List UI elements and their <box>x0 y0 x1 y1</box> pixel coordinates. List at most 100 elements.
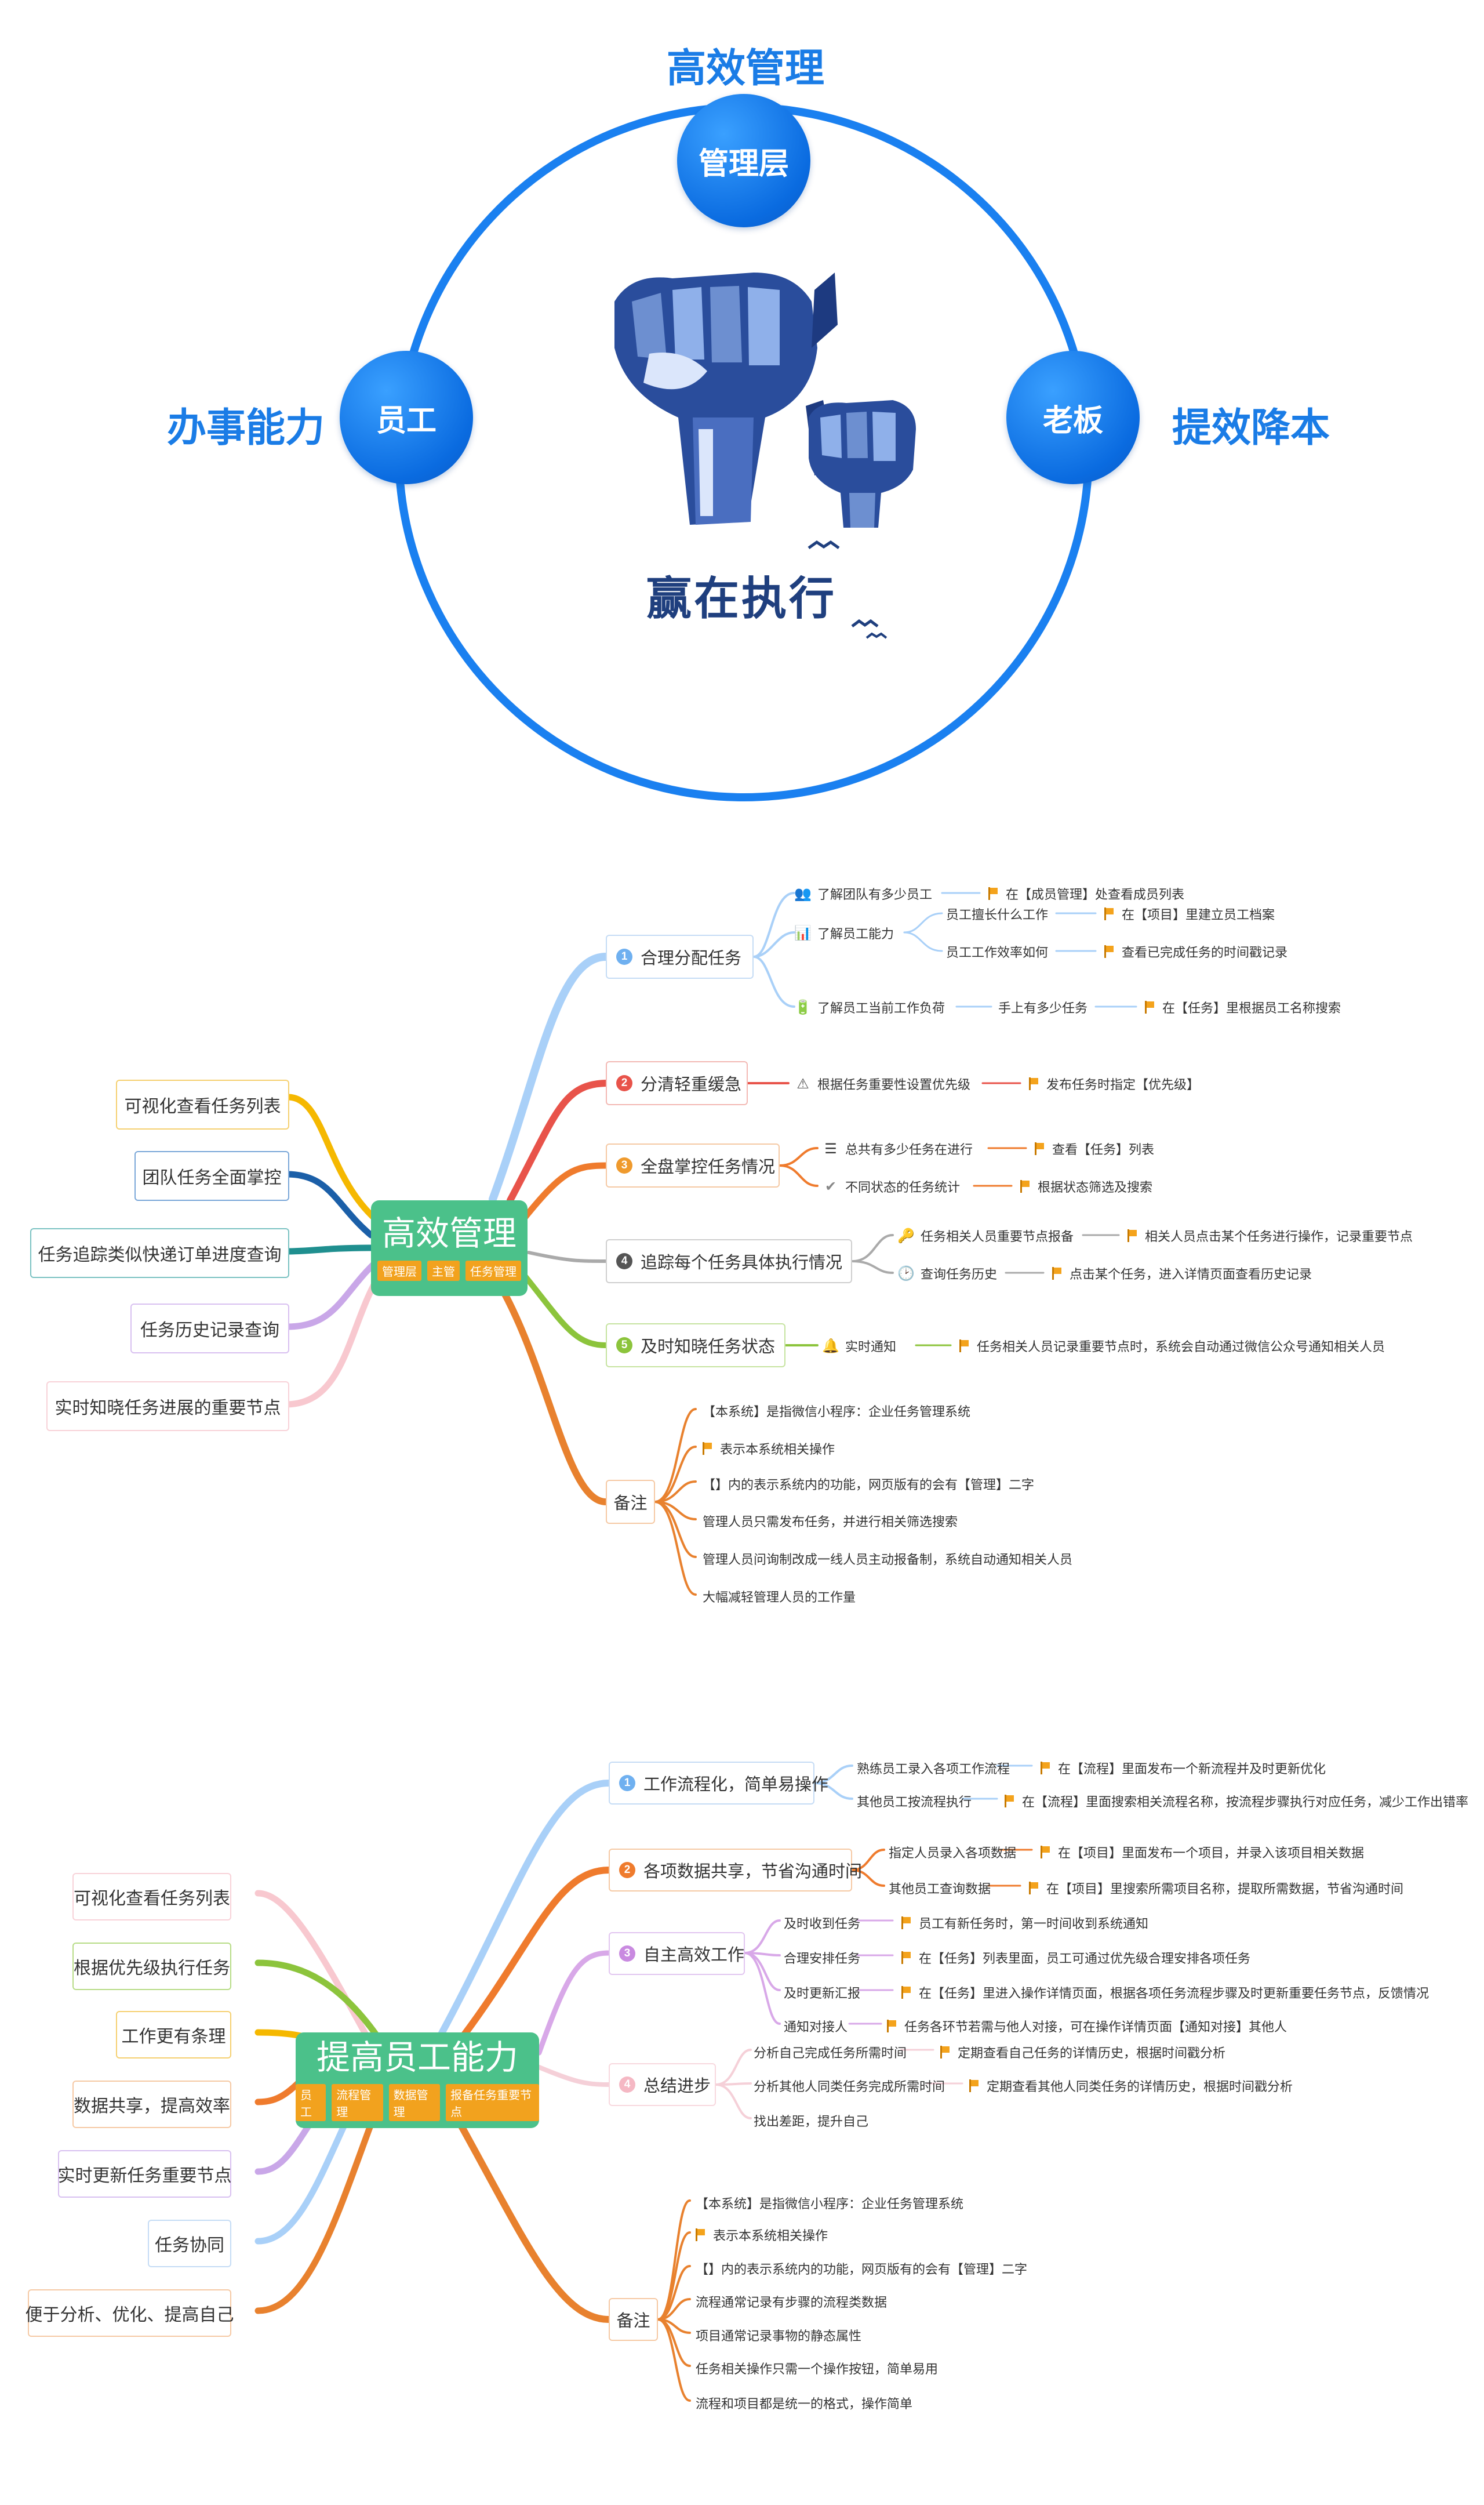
map2-left-item: 可视化查看任务列表 <box>72 1873 231 1921</box>
bubble-management: 管理层 <box>677 94 810 227</box>
map2-leaf: 及时更新汇报 <box>784 1986 861 2001</box>
map2-leaf: 分析其他人同类任务完成所需时间 <box>754 2079 945 2094</box>
map1-leaf: 在【任务】里根据员工名称搜索 <box>1145 998 1341 1016</box>
map1-branch-3: 3 全盘掌控任务情况 <box>606 1143 780 1188</box>
map1-note-item: 管理人员问询制改成一线人员主动报备制，系统自动通知相关人员 <box>703 1552 1073 1567</box>
flag-icon <box>1052 1267 1061 1280</box>
map1-note: 备注 <box>606 1480 655 1524</box>
map1-leaf: 相关人员点击某个任务进行操作，记录重要节点 <box>1127 1226 1413 1245</box>
branch-label: 合理分配任务 <box>641 949 742 968</box>
map2-left-item: 根据优先级执行任务 <box>72 1943 231 1990</box>
battery-icon: 🔋 <box>794 999 812 1015</box>
flag-icon <box>1145 1001 1154 1014</box>
map2-note-item: 【本系统】是指微信小程序：企业任务管理系统 <box>696 2197 964 2211</box>
map2-branch-2: 2 各项数据共享，节省沟通时间 <box>609 1849 862 1892</box>
map1-note-item: 【】内的表示系统内的功能，网页版有的会有【管理】二字 <box>703 1477 1035 1492</box>
map1-note-item: 【本系统】是指微信小程序：企业任务管理系统 <box>703 1404 971 1419</box>
branch-label: 分清轻重缓急 <box>641 1076 742 1094</box>
chart-icon: 📊 <box>794 925 812 941</box>
map1-leaf: 任务相关人员记录重要节点时，系统会自动通过微信公众号通知相关人员 <box>959 1337 1385 1355</box>
map1-branch-1: 1 合理分配任务 <box>606 935 754 979</box>
branch-label: 工作流程化，简单易操作 <box>643 1776 829 1794</box>
branch-number: 4 <box>619 2076 635 2093</box>
map2-center-node: 提高员工能力 员工 流程管理 数据管理 报备任务重要节点 <box>296 2032 539 2128</box>
map2-note-item: 流程通常记录有步骤的流程类数据 <box>696 2295 888 2310</box>
branch-label: 自主高效工作 <box>643 1946 745 1965</box>
map1-leaf: 在【成员管理】处查看成员列表 <box>988 884 1184 903</box>
map2-leaf: 及时收到任务 <box>784 1916 861 1931</box>
map2-leaf: 指定人员录入各项数据 <box>889 1846 1017 1860</box>
map2-branch-1: 1 工作流程化，简单易操作 <box>609 1762 828 1805</box>
map1-tag: 管理层 <box>377 1260 421 1281</box>
map1-leaf: 🔔实时通知 <box>822 1338 897 1355</box>
flag-icon <box>1104 945 1114 958</box>
map2-leaf: 员工有新任务时，第一时间收到系统通知 <box>901 1914 1148 1932</box>
map2-branch-4: 4 总结进步 <box>609 2063 716 2106</box>
map2-left-item: 便于分析、优化、提高自己 <box>26 2289 234 2337</box>
slogan-win-execution: 赢在执行 <box>646 572 837 625</box>
bubble-boss: 老板 <box>1006 351 1140 484</box>
map2-leaf: 在【流程】里面搜索相关流程名称，按流程步骤执行对应任务，减少工作出错率 <box>1005 1792 1468 1810</box>
map2-connectors <box>254 1765 1033 2402</box>
map2-tag: 流程管理 <box>332 2084 383 2122</box>
flag-icon <box>1041 1762 1050 1774</box>
title-work-ability: 办事能力 <box>167 406 325 450</box>
map2-leaf: 分析自己完成任务所需时间 <box>754 2046 907 2060</box>
map2-leaf: 在【流程】里面发布一个新流程并及时更新优化 <box>1041 1759 1326 1777</box>
raised-fist-illustration <box>614 273 916 639</box>
flag-icon <box>703 1442 712 1455</box>
map2-leaf: 定期查看其他人同类任务的详情历史，根据时间戳分析 <box>969 2076 1293 2095</box>
flag-icon <box>901 1916 911 1929</box>
branch-number: 3 <box>616 1157 632 1174</box>
people-icon: 👥 <box>794 885 812 902</box>
map2-leaf: 定期查看自己任务的详情历史，根据时间戳分析 <box>940 2043 1225 2061</box>
map2-leaf: 任务各环节若需与他人对接，可在操作详情页面【通知对接】其他人 <box>887 2017 1287 2035</box>
map2-left-item: 工作更有条理 <box>116 2011 231 2059</box>
branch-number: 5 <box>616 1337 632 1353</box>
key-icon: 🔑 <box>897 1228 915 1244</box>
map2-note-item: 表示本系统相关操作 <box>696 2226 828 2244</box>
branch-number: 1 <box>616 949 632 965</box>
map1-leaf: 查看已完成任务的时间戳记录 <box>1104 942 1287 961</box>
map2-tag: 员工 <box>296 2084 326 2122</box>
map2-note-item: 任务相关操作只需一个操作按钮，简单易用 <box>696 2362 939 2376</box>
branch-number: 3 <box>619 1945 635 1962</box>
flag-icon <box>901 1951 911 1964</box>
map2-note-item: 【】内的表示系统内的功能，网页版有的会有【管理】二字 <box>696 2262 1028 2277</box>
clock-icon: 🕑 <box>897 1265 915 1281</box>
map1-leaf: 查看【任务】列表 <box>1035 1139 1154 1158</box>
flag-icon <box>1029 1077 1038 1090</box>
map1-leaf: 👥了解团队有多少员工 <box>794 885 933 902</box>
map1-leaf: 手上有多少任务 <box>998 1001 1088 1015</box>
map2-leaf: 在【项目】里面发布一个项目，并录入该项目相关数据 <box>1041 1843 1364 1861</box>
branch-label: 追踪每个任务具体执行情况 <box>641 1254 843 1272</box>
map2-leaf: 找出差距，提升自己 <box>754 2114 869 2129</box>
flag-icon <box>1041 1846 1050 1858</box>
list-icon: ☰ <box>824 1141 837 1157</box>
map1-connectors <box>283 892 1137 1596</box>
map2-leaf: 其他员工按流程执行 <box>857 1795 972 1809</box>
branch-number: 1 <box>619 1775 635 1791</box>
map2-tag: 报备任务重要节点 <box>446 2084 539 2122</box>
map1-left-item: 可视化查看任务列表 <box>116 1080 289 1130</box>
bubble-employee: 员工 <box>340 351 473 484</box>
map1-leaf: 员工工作效率如何 <box>946 945 1049 960</box>
map1-branch-2: 2 分清轻重缓急 <box>606 1061 748 1105</box>
warning-icon: ⚠ <box>796 1076 809 1092</box>
map1-note-item: 大幅减轻管理人员的工作量 <box>703 1590 856 1604</box>
flag-icon <box>959 1339 969 1352</box>
branch-label: 总结进步 <box>643 2077 711 2096</box>
map2-leaf: 在【任务】列表里面，员工可通过优先级合理安排各项任务 <box>901 1948 1250 1967</box>
branch-label: 全盘掌控任务情况 <box>641 1158 776 1177</box>
flag-icon <box>696 2228 705 2241</box>
map1-leaf: 🔑任务相关人员重要节点报备 <box>897 1228 1074 1244</box>
flag-icon <box>988 887 998 900</box>
map1-leaf: 在【项目】里建立员工档案 <box>1104 905 1275 923</box>
flag-icon <box>901 1986 911 1999</box>
flag-icon <box>1104 907 1114 920</box>
map1-center-node: 高效管理 管理层 主管 任务管理 <box>371 1200 528 1296</box>
map2-center-title: 提高员工能力 <box>316 2038 518 2076</box>
map1-tag: 主管 <box>427 1260 460 1281</box>
map2-leaf: 在【任务】里进入操作详情页面，根据各项任务流程步骤及时更新重要任务节点，反馈情况 <box>901 1983 1429 2002</box>
